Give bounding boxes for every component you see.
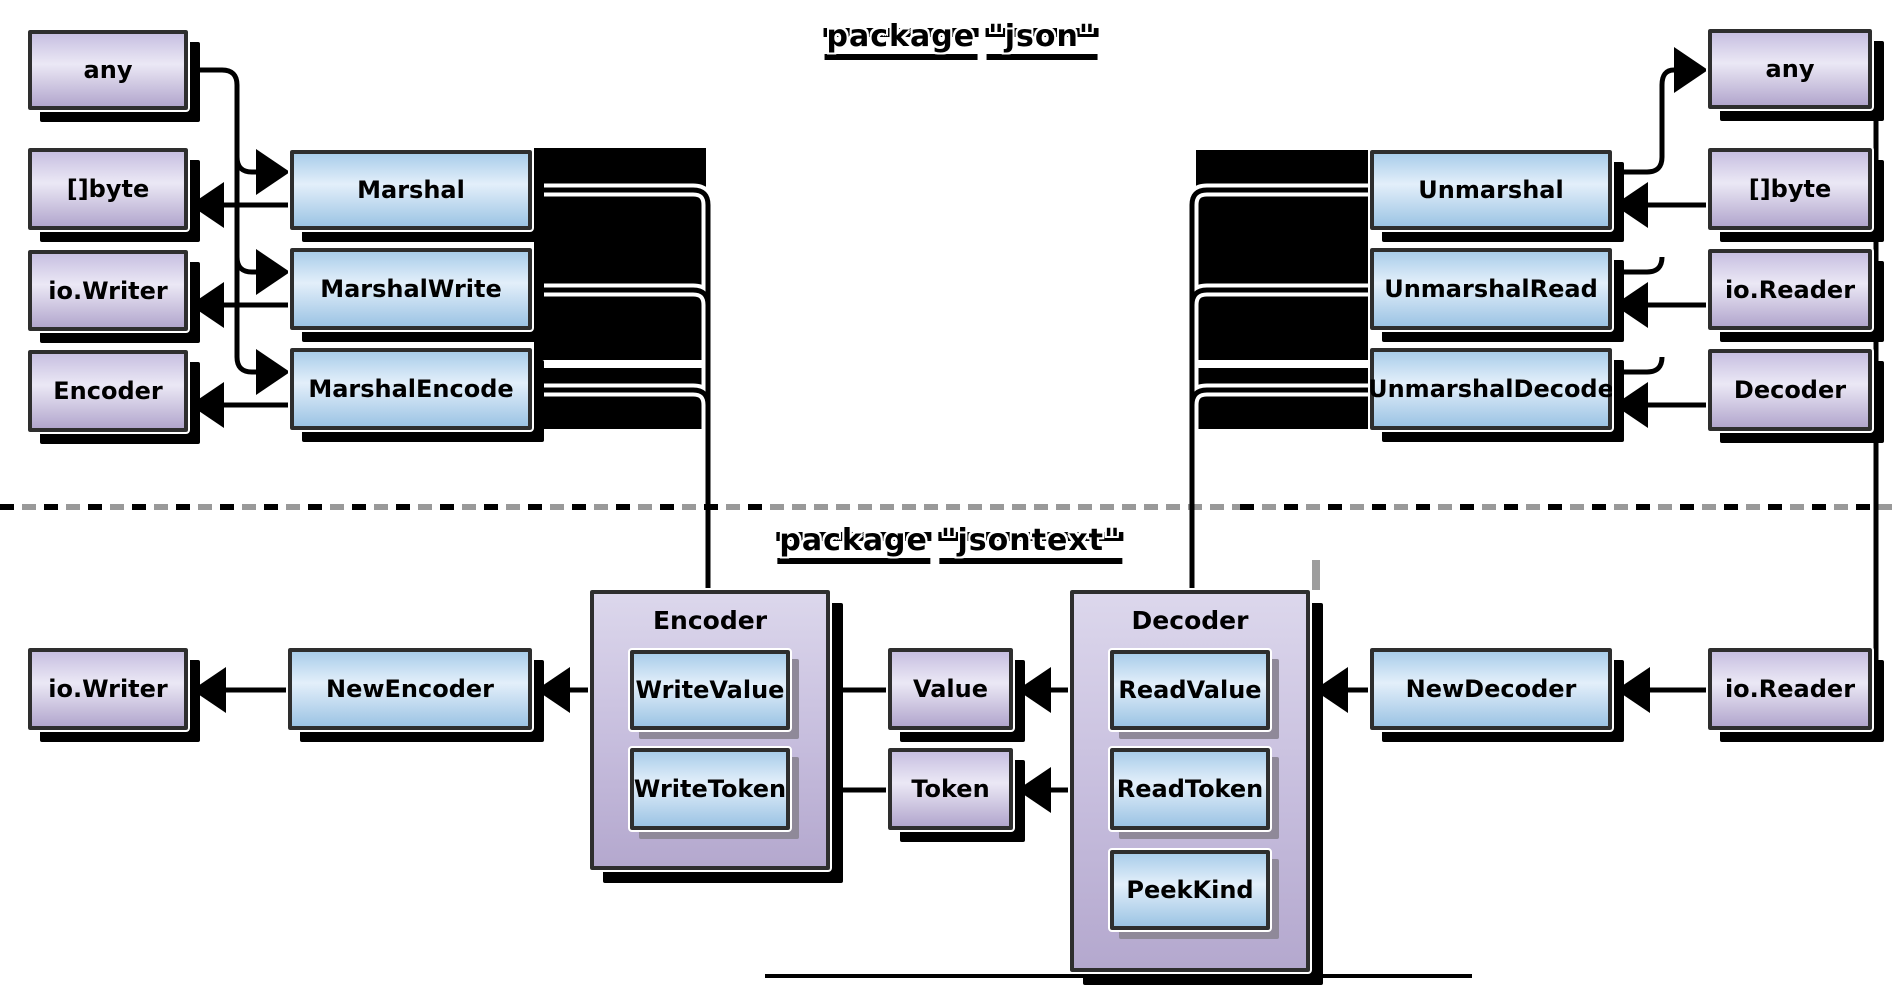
- node-decoder-right: Decoder: [1706, 347, 1874, 433]
- arrowheads: [190, 47, 1708, 813]
- node-marshal-write: MarshalWrite: [288, 246, 534, 332]
- title-package-jsontext[interactable]: package"jsontext": [776, 524, 1124, 564]
- title-package-json[interactable]: package"json": [823, 20, 1099, 60]
- node-bytes-left: []byte: [26, 146, 190, 232]
- node-writer-bottom: io.Writer: [26, 646, 190, 732]
- node-unmarshal-read: UnmarshalRead: [1368, 246, 1614, 332]
- black-block-left-upper: [534, 148, 706, 360]
- node-any-left: any: [26, 28, 190, 112]
- package-separator-middle: [770, 504, 1240, 510]
- node-new-encoder: NewEncoder: [286, 646, 534, 732]
- node-writer-left: io.Writer: [26, 248, 190, 333]
- title-jsontext-word-name[interactable]: "jsontext": [937, 524, 1124, 564]
- title-jsontext-word-package[interactable]: package: [776, 524, 931, 564]
- node-reader-bottom: io.Reader: [1706, 646, 1874, 732]
- node-unmarshal-decode: UnmarshalDecode: [1368, 346, 1614, 432]
- node-reader-right: io.Reader: [1706, 247, 1874, 332]
- node-write-token: WriteToken: [628, 746, 792, 832]
- node-marshal: Marshal: [288, 148, 534, 232]
- node-new-decoder: NewDecoder: [1368, 646, 1614, 732]
- black-block-left-lower: [534, 368, 706, 429]
- node-write-value: WriteValue: [628, 648, 792, 732]
- node-marshal-encode: MarshalEncode: [288, 346, 534, 432]
- node-peek-kind: PeekKind: [1108, 848, 1272, 932]
- encoder-container-title: Encoder: [652, 606, 768, 635]
- node-encoder-left: Encoder: [26, 348, 190, 434]
- black-block-right-lower: [1196, 368, 1368, 429]
- node-any-right: any: [1706, 27, 1874, 111]
- gray-artifact: [1312, 560, 1320, 590]
- node-read-value: ReadValue: [1108, 648, 1272, 732]
- node-token: Token: [886, 746, 1015, 832]
- node-unmarshal: Unmarshal: [1368, 148, 1614, 232]
- package-separator-left: [0, 504, 770, 510]
- node-bytes-right: []byte: [1706, 146, 1874, 232]
- node-read-token: ReadToken: [1108, 746, 1272, 832]
- node-value: Value: [886, 646, 1015, 732]
- title-json-word-package[interactable]: package: [823, 20, 978, 60]
- decoder-container-title: Decoder: [1131, 606, 1249, 635]
- title-json-word-name[interactable]: "json": [985, 20, 1099, 60]
- package-separator-right: [1240, 504, 1900, 510]
